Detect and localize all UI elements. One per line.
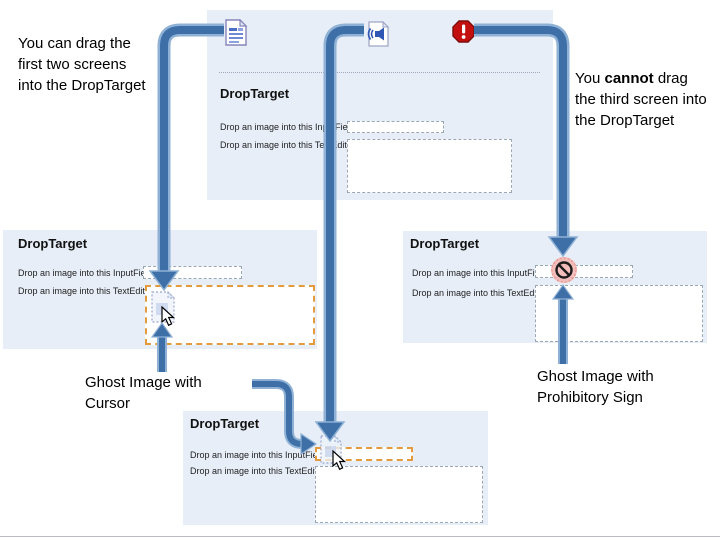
panel-title: DropTarget — [190, 416, 260, 431]
drop-target-panel-top: DropTarget Drop an image into this Input… — [207, 10, 553, 200]
note-can-drag: You can drag the first two screens into … — [18, 35, 146, 94]
panel-title: DropTarget — [220, 86, 290, 101]
textedit-label: Drop an image into this TextEdit: — [18, 286, 148, 296]
drop-input-field[interactable] — [143, 266, 242, 279]
prohibitory-sign-icon — [550, 256, 578, 289]
note-cannot-pre: You — [575, 70, 605, 87]
note-cannot-rest: drag the third screen into the DropTarge… — [575, 70, 707, 129]
mouse-cursor-icon — [161, 305, 178, 332]
note-cannot-bold: cannot — [604, 70, 654, 87]
textedit-label: Drop an image into this TextEdit: — [220, 140, 350, 150]
note-cannot-drag: You cannot drag the third screen into th… — [575, 68, 707, 131]
textedit-label: Drop an image into this TextEdit: — [190, 466, 320, 476]
input-field-label: Drop an image into this InputField: — [220, 122, 358, 132]
textedit-label: Drop an image into this TextEdit: — [412, 288, 542, 298]
panel-title: DropTarget — [410, 236, 480, 251]
drop-target-panel-left: DropTarget Drop an image into this Input… — [3, 230, 317, 349]
panel-title: DropTarget — [18, 236, 88, 251]
drop-textedit[interactable] — [535, 285, 703, 342]
label-ghost-cursor: Ghost Image with Cursor — [85, 374, 202, 412]
drop-input-field[interactable] — [347, 121, 444, 133]
page-bottom-border — [0, 536, 720, 537]
mouse-cursor-icon — [332, 449, 349, 476]
panel-divider — [219, 72, 540, 73]
stop-warning-icon[interactable] — [452, 20, 475, 48]
input-field-label: Drop an image into this InputField: — [412, 268, 550, 278]
label-ghost-prohibitory: Ghost Image with Prohibitory Sign — [537, 368, 654, 406]
input-field-label: Drop an image into this InputField: — [190, 450, 328, 460]
drop-textedit[interactable] — [347, 139, 512, 193]
drop-textedit[interactable] — [315, 466, 483, 523]
drop-target-panel-right: DropTarget Drop an image into this Input… — [403, 231, 707, 343]
input-field-label: Drop an image into this InputField: — [18, 268, 156, 278]
drop-target-panel-bottom: DropTarget Drop an image into this Input… — [183, 411, 488, 525]
document-file-icon[interactable] — [224, 18, 248, 51]
audio-file-icon[interactable] — [365, 20, 390, 52]
